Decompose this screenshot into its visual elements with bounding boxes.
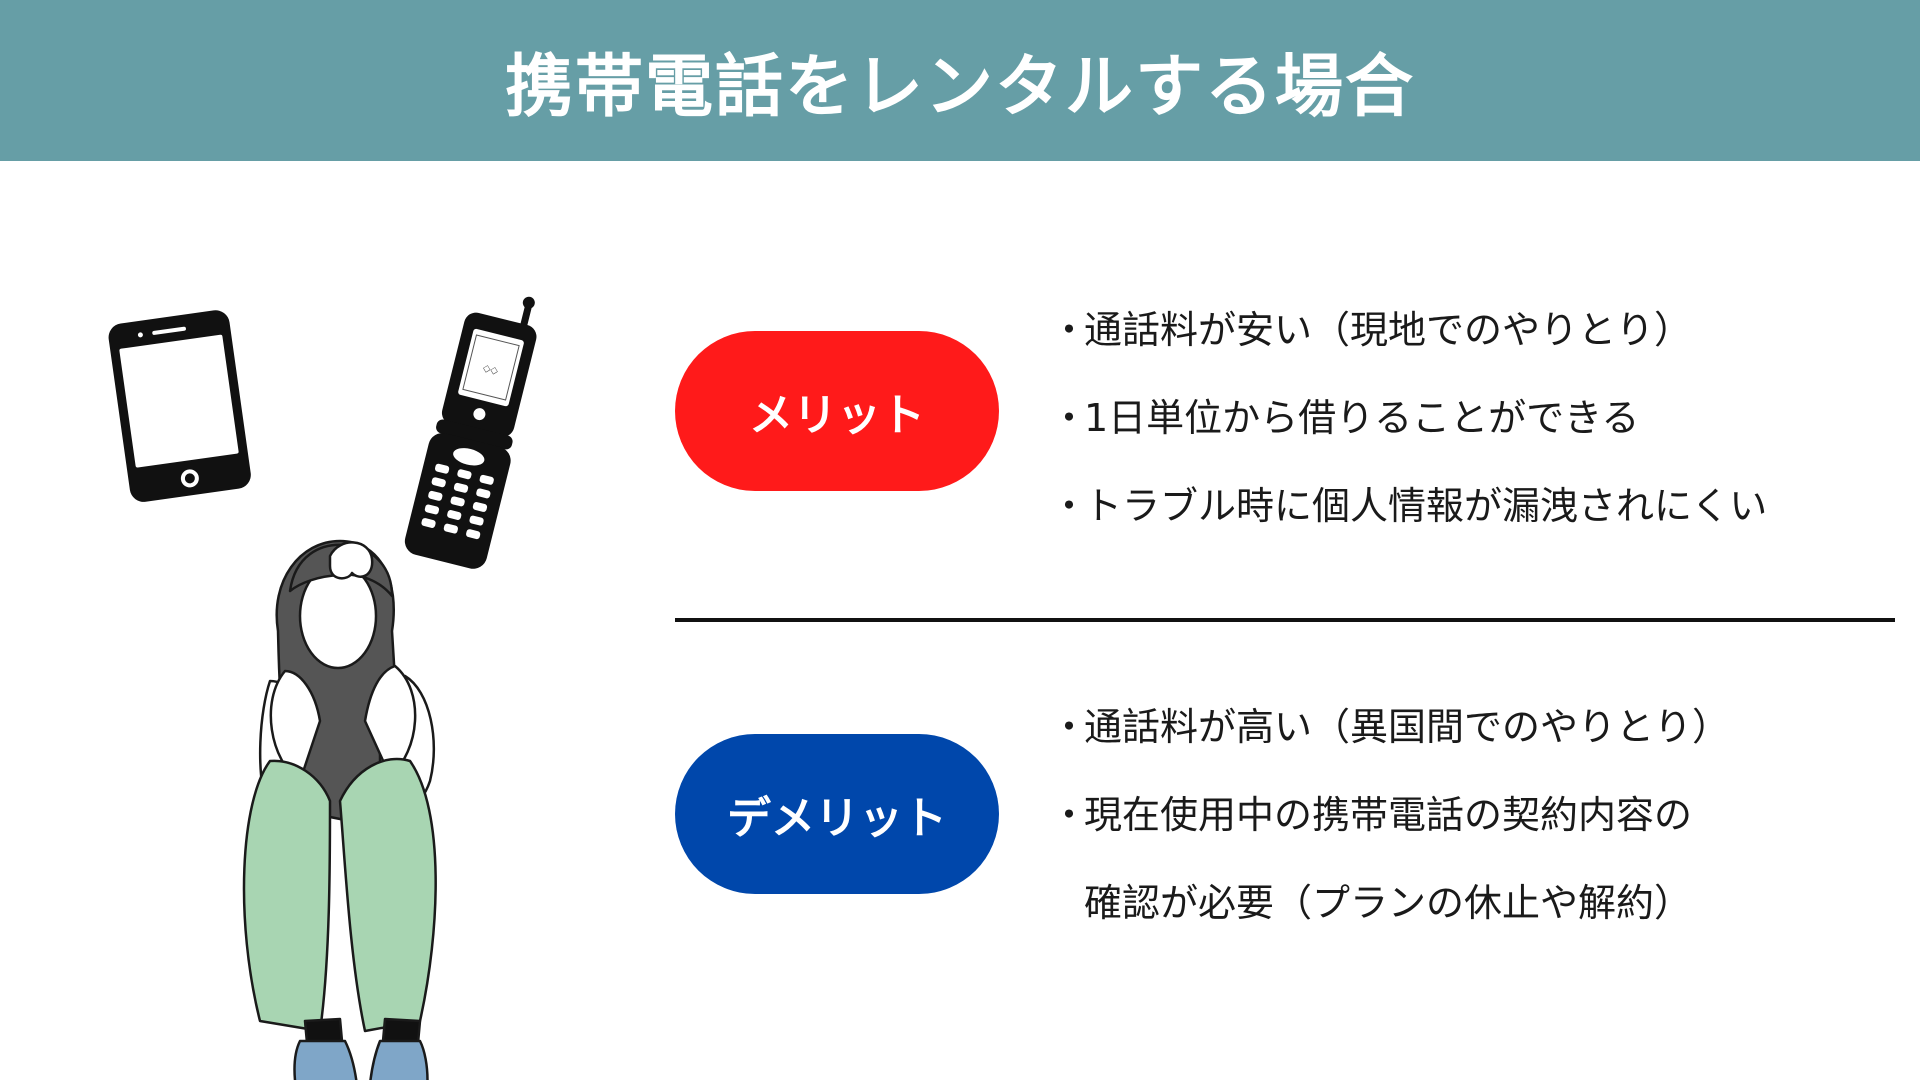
section-divider (675, 618, 1895, 622)
bullet: ・ (1050, 793, 1089, 837)
demerit-item-text: 確認が必要（プランの休止や解約） (1084, 881, 1693, 925)
bullet: ・ (1050, 484, 1089, 528)
merit-list: ・ 通話料が安い（現地でのやりとり） ・ 1日単位から借りることができる ・ ト… (1050, 286, 1767, 550)
bullet: ・ (1050, 308, 1089, 352)
merit-label: メリット (749, 390, 925, 441)
flip-phone-icon: ◇◇ (404, 296, 537, 569)
merit-item-text: 通話料が安い（現地でのやりとり） (1084, 308, 1693, 352)
svg-text:◇◇: ◇◇ (482, 363, 500, 377)
demerit-badge: デメリット (675, 734, 999, 894)
list-item: ・ 通話料が高い（異国間でのやりとり） (1050, 683, 1730, 771)
bullet: ・ (1050, 396, 1089, 440)
demerit-list: ・ 通話料が高い（異国間でのやりとり） ・ 現在使用中の携帯電話の契約内容の 確… (1050, 683, 1730, 947)
demerit-label: デメリット (727, 793, 947, 844)
list-item: ・ 現在使用中の携帯電話の契約内容の (1050, 771, 1730, 859)
smartphone-icon (108, 310, 251, 502)
worried-person-illustration (242, 539, 437, 1080)
list-item-continuation: 確認が必要（プランの休止や解約） (1050, 859, 1730, 947)
illustration: ◇◇ (108, 296, 537, 1080)
merit-item-text: 1日単位から借りることができる (1084, 396, 1640, 440)
list-item: ・ 1日単位から借りることができる (1050, 374, 1767, 462)
header-banner: 携帯電話をレンタルする場合 (0, 0, 1920, 161)
list-item: ・ トラブル時に個人情報が漏洩されにくい (1050, 462, 1767, 550)
merit-badge: メリット (675, 331, 999, 491)
merit-item-text: トラブル時に個人情報が漏洩されにくい (1084, 484, 1768, 528)
demerit-item-text: 通話料が高い（異国間でのやりとり） (1084, 705, 1731, 749)
list-item: ・ 通話料が安い（現地でのやりとり） (1050, 286, 1767, 374)
page-title: 携帯電話をレンタルする場合 (504, 48, 1415, 127)
demerit-item-text: 現在使用中の携帯電話の契約内容の (1084, 793, 1693, 837)
bullet: ・ (1050, 705, 1089, 749)
